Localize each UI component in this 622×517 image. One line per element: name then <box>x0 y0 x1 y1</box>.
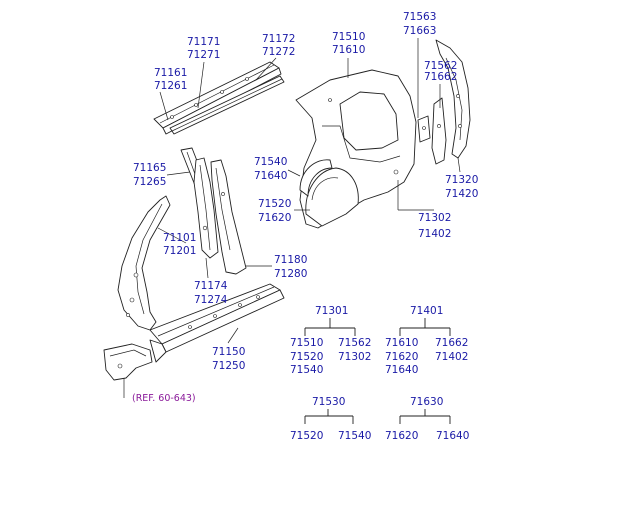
label-71420[interactable]: 71420 <box>445 188 478 200</box>
reference-label[interactable]: (REF. 60-643) <box>132 393 196 404</box>
tree-71301-left-1[interactable]: 71520 <box>290 351 323 363</box>
tree-71401-right-1[interactable]: 71402 <box>435 351 468 363</box>
front-pillar-part[interactable] <box>117 195 171 331</box>
tree-71401-left-1[interactable]: 71620 <box>385 351 418 363</box>
tree-71630-right-0[interactable]: 71640 <box>436 430 469 442</box>
label-71402[interactable]: 71402 <box>418 228 451 240</box>
label-71261[interactable]: 71261 <box>154 80 187 92</box>
label-71265[interactable]: 71265 <box>133 176 166 188</box>
label-71271[interactable]: 71271 <box>187 49 220 61</box>
tree-71401-left-0[interactable]: 71610 <box>385 337 418 349</box>
quarter-outer-panel-part[interactable] <box>295 69 417 229</box>
label-71161[interactable]: 71161 <box>154 67 187 79</box>
tree-71301-left-0[interactable]: 71510 <box>290 337 323 349</box>
label-71274[interactable]: 71274 <box>194 294 228 306</box>
center-pillar-inner-part[interactable] <box>193 157 219 259</box>
label-71280[interactable]: 71280 <box>274 268 307 280</box>
tree-71301-right-1[interactable]: 71302 <box>338 351 371 363</box>
tree-71630-root[interactable]: 71630 <box>410 396 443 408</box>
label-71640[interactable]: 71640 <box>254 170 287 182</box>
label-71150[interactable]: 71150 <box>212 346 245 358</box>
label-71510[interactable]: 71510 <box>332 31 365 43</box>
front-bracket-part[interactable] <box>103 343 153 381</box>
roof-rail-reinforcement-part[interactable] <box>169 75 285 135</box>
label-71180[interactable]: 71180 <box>274 254 307 266</box>
label-71562[interactable]: 71562 <box>424 60 457 72</box>
label-71563[interactable]: 71563 <box>403 11 436 23</box>
label-71174[interactable]: 71174 <box>194 280 228 292</box>
tree-71301-left-2[interactable]: 71540 <box>290 364 323 376</box>
center-pillar-outer-part[interactable] <box>210 159 247 275</box>
label-71272[interactable]: 71272 <box>262 46 295 58</box>
label-71172[interactable]: 71172 <box>262 33 295 45</box>
assembly-tree-71630: 71630 71620 71640 <box>385 396 469 442</box>
part-labels: 71171 71271 71172 71272 71161 71261 7151… <box>132 11 478 404</box>
tree-71630-left-0[interactable]: 71620 <box>385 430 418 442</box>
tree-71530-left-0[interactable]: 71520 <box>290 430 323 442</box>
tree-71401-left-2[interactable]: 71640 <box>385 364 418 376</box>
label-71663[interactable]: 71663 <box>403 25 436 37</box>
label-71662[interactable]: 71662 <box>424 71 457 83</box>
side-sill-part[interactable] <box>149 283 285 363</box>
quarter-extension-part[interactable] <box>431 97 447 165</box>
tree-71530-right-0[interactable]: 71540 <box>338 430 371 442</box>
label-71171[interactable]: 71171 <box>187 36 220 48</box>
assembly-tree-71401: 71401 71610 71620 71640 71662 71402 <box>385 305 468 376</box>
label-71165[interactable]: 71165 <box>133 162 166 174</box>
small-bracket-part[interactable] <box>417 115 431 143</box>
label-71320[interactable]: 71320 <box>445 174 478 186</box>
assembly-tree-71530: 71530 71520 71540 <box>290 396 371 442</box>
label-71540[interactable]: 71540 <box>254 156 287 168</box>
wheel-housing-inner-part[interactable] <box>299 159 333 197</box>
label-71610[interactable]: 71610 <box>332 44 365 56</box>
tree-71401-root[interactable]: 71401 <box>410 305 443 317</box>
label-71201[interactable]: 71201 <box>163 245 196 257</box>
label-71520[interactable]: 71520 <box>258 198 291 210</box>
label-71250[interactable]: 71250 <box>212 360 245 372</box>
leader-lines <box>123 38 461 398</box>
label-71620[interactable]: 71620 <box>258 212 291 224</box>
label-71101[interactable]: 71101 <box>163 232 196 244</box>
tree-71301-root[interactable]: 71301 <box>315 305 348 317</box>
tree-71401-right-0[interactable]: 71662 <box>435 337 468 349</box>
label-71302[interactable]: 71302 <box>418 212 451 224</box>
assembly-tree-71301: 71301 71510 71520 71540 71562 71302 <box>290 305 371 376</box>
tree-71301-right-0[interactable]: 71562 <box>338 337 371 349</box>
tree-71530-root[interactable]: 71530 <box>312 396 345 408</box>
